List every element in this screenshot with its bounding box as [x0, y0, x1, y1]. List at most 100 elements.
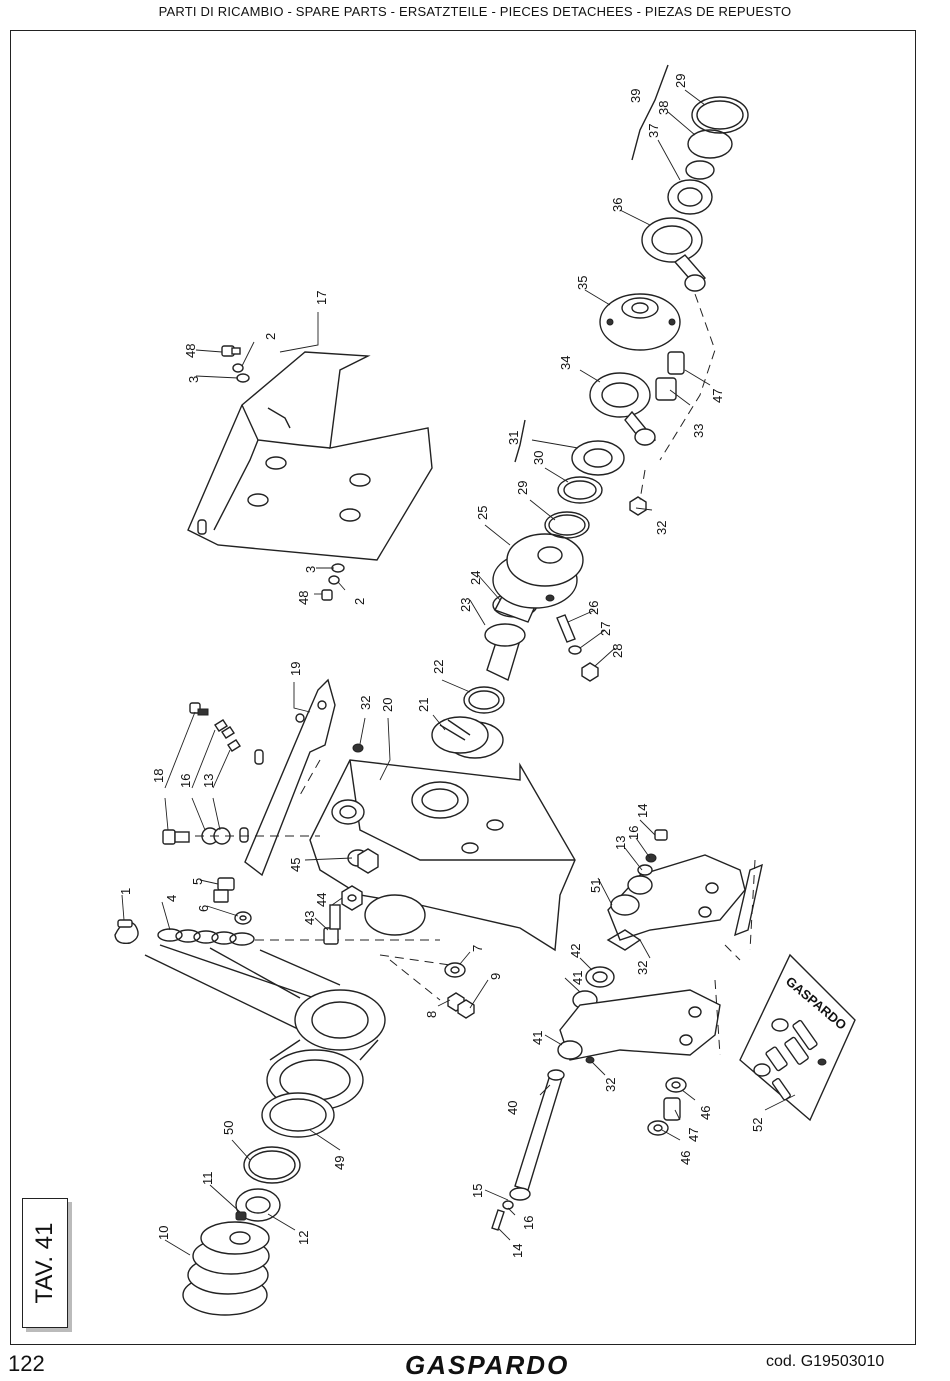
rocker-arm-lower — [557, 966, 721, 1064]
callout-30: 30 — [531, 451, 546, 465]
callout-43: 43 — [302, 911, 317, 925]
callout-31: 31 — [506, 431, 521, 445]
ball-bearing-lower — [571, 440, 625, 476]
callout-44: 44 — [314, 893, 329, 907]
bellows-cover — [182, 1221, 270, 1316]
rocker-arm-upper — [606, 854, 763, 951]
callout-47: 47 — [710, 389, 725, 403]
callout-46: 46 — [698, 1106, 713, 1120]
callout-47: 47 — [686, 1128, 701, 1142]
drawing-frame — [10, 30, 916, 1345]
document-code: cod. G19503010 — [766, 1353, 885, 1370]
upper-ring — [685, 160, 715, 180]
callout-26: 26 — [586, 601, 601, 615]
callout-13: 13 — [613, 836, 628, 850]
callout-29: 29 — [673, 74, 688, 88]
callout-10: 10 — [156, 1226, 171, 1240]
callout-21: 21 — [416, 698, 431, 712]
callout-35: 35 — [575, 276, 590, 290]
callout-4: 4 — [164, 895, 179, 902]
callout-51: 51 — [588, 879, 603, 893]
callout-34: 34 — [558, 356, 573, 370]
callout-23: 23 — [458, 598, 473, 612]
main-frame — [309, 759, 576, 952]
table-label-box: TAV. 41 — [22, 1198, 68, 1328]
washer — [444, 962, 466, 978]
callout-48: 48 — [296, 591, 311, 605]
chain — [114, 919, 255, 946]
callout-16: 16 — [178, 774, 193, 788]
callout-45: 45 — [288, 858, 303, 872]
leader-lines — [121, 89, 796, 1256]
callout-27: 27 — [598, 622, 613, 636]
callout-50: 50 — [221, 1121, 236, 1135]
bolt — [162, 702, 252, 925]
callout-32: 32 — [603, 1078, 618, 1092]
callout-49: 49 — [332, 1156, 347, 1170]
callout-9: 9 — [488, 973, 503, 980]
callout-38: 38 — [656, 101, 671, 115]
gearbox-arm — [144, 944, 386, 1111]
callout-36: 36 — [610, 198, 625, 212]
callout-13: 13 — [201, 774, 216, 788]
bush-47 — [663, 1097, 681, 1121]
callout-24: 24 — [468, 571, 483, 585]
bushing — [667, 351, 685, 375]
callout-41: 41 — [570, 971, 585, 985]
pivot-pin — [491, 1069, 565, 1231]
callout-32: 32 — [635, 961, 650, 975]
callout-16: 16 — [521, 1216, 536, 1230]
callout-5: 5 — [190, 878, 205, 885]
callout-20: 20 — [380, 698, 395, 712]
circlip-lower — [544, 511, 590, 539]
callout-25: 25 — [475, 506, 490, 520]
grease-nipple — [581, 662, 599, 682]
callout-7: 7 — [470, 945, 485, 952]
callout-8: 8 — [424, 1011, 439, 1018]
upper-housing — [641, 217, 707, 292]
upper-cap — [687, 129, 733, 159]
callout-41: 41 — [530, 1031, 545, 1045]
guard-plate — [187, 351, 433, 561]
bearing-housing — [589, 372, 657, 446]
callout-39: 39 — [628, 89, 643, 103]
callout-48: 48 — [183, 344, 198, 358]
callout-37: 37 — [646, 124, 661, 138]
bearing — [235, 1188, 281, 1222]
page-number: 122 — [8, 1351, 45, 1376]
callout-42: 42 — [568, 944, 583, 958]
exploded-parts-diagram: GASPARDO — [114, 64, 856, 1316]
callout-12: 12 — [296, 1231, 311, 1245]
page-header: PARTI DI RICAMBIO - SPARE PARTS - ERSATZ… — [158, 4, 792, 19]
callout-16: 16 — [626, 826, 641, 840]
callout-29: 29 — [515, 481, 530, 495]
washer-46b — [647, 1120, 669, 1136]
callout-17: 17 — [314, 291, 329, 305]
flange-cover — [599, 293, 681, 351]
callout-19: 19 — [288, 662, 303, 676]
guard-screws — [221, 345, 345, 601]
callout-14: 14 — [635, 804, 650, 818]
callout-15: 15 — [470, 1184, 485, 1198]
washer-46 — [665, 1077, 687, 1093]
callout-2: 2 — [263, 333, 278, 340]
upper-circlip — [691, 96, 749, 134]
grease-fitting — [629, 496, 647, 516]
pin — [556, 614, 576, 643]
circlip — [243, 1146, 301, 1184]
callout-11: 11 — [200, 1172, 215, 1186]
callout-33: 33 — [691, 424, 706, 438]
hub — [492, 533, 584, 609]
callout-28: 28 — [610, 644, 625, 658]
callout-1: 1 — [118, 888, 133, 895]
table-label: TAV. 41 — [31, 1222, 58, 1304]
callout-18: 18 — [151, 769, 166, 783]
callout-2: 2 — [352, 598, 367, 605]
callout-46: 46 — [678, 1151, 693, 1165]
callout-32: 32 — [654, 521, 669, 535]
upper-bearing — [667, 179, 713, 215]
brand-logo: GASPARDO — [405, 1350, 570, 1380]
callout-3: 3 — [186, 376, 201, 383]
frame-bolts — [323, 743, 379, 945]
sleeve — [655, 377, 677, 401]
